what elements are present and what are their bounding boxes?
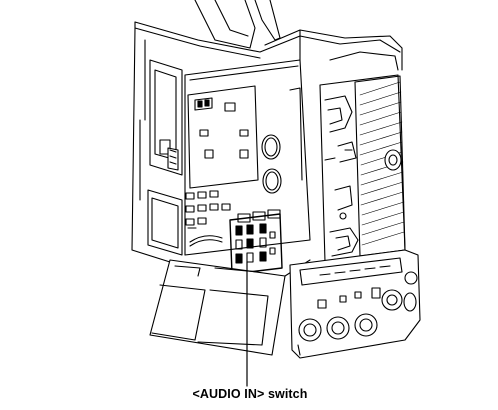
battery-mount-icon bbox=[319, 74, 406, 263]
callout-label: <AUDIO IN> switch bbox=[192, 387, 308, 401]
connector-panel-icon bbox=[289, 249, 421, 359]
handle-icon bbox=[194, 0, 281, 49]
bottom-flap-icon bbox=[149, 259, 311, 356]
audio-in-switch-icon bbox=[229, 213, 283, 275]
body-top-icon bbox=[134, 21, 403, 71]
body-left-side-icon bbox=[131, 27, 183, 263]
control-panel-icon bbox=[184, 59, 311, 256]
